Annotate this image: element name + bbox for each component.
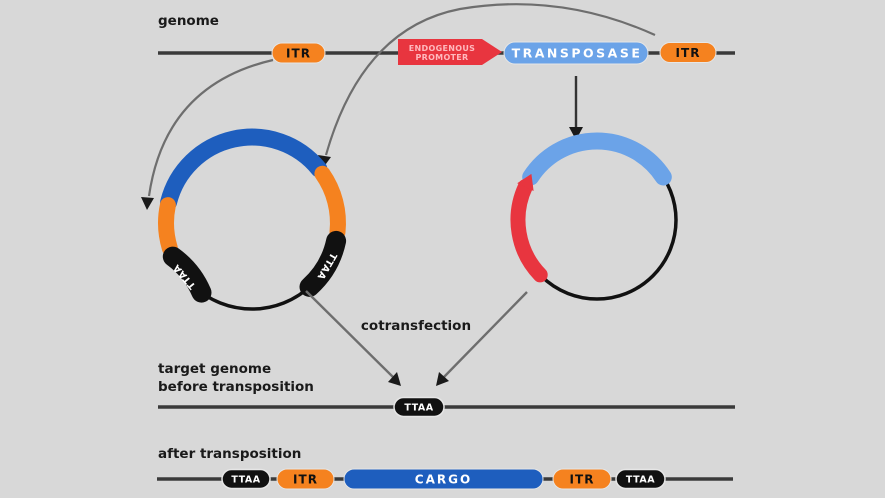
donor-ttaa-right-segment (299, 230, 347, 297)
donor-itr-left-segment (158, 197, 178, 257)
promoter-label-line1: ENDOGENOUS (409, 44, 475, 53)
after-ttaa-left-label: TTAA (231, 475, 260, 486)
after-transposition-label: after transposition (158, 446, 301, 462)
genome-itr-right-pill (659, 42, 717, 63)
genome-label: genome (158, 13, 219, 29)
transposase-label: TRANSPOSASE (512, 46, 643, 61)
target-genome-label-line2: before transposition (158, 379, 314, 395)
helper-transposase-arc (522, 132, 672, 186)
after-ttaa-right-pill (615, 468, 666, 490)
cotransfection-arrow-left (305, 290, 395, 379)
transposase-arrow-head (569, 127, 583, 140)
endogenous-promoter-arrow (398, 39, 502, 65)
excision-arrow-left (147, 58, 274, 197)
excision-arrow-right-head (318, 155, 331, 168)
target-ttaa-pill (393, 396, 445, 418)
after-itr-left-label: ITR (293, 473, 318, 487)
cotransfection-label: cotransfection (361, 318, 471, 334)
cotransfection-arrow-right (442, 291, 528, 379)
helper-promoter-tip (517, 173, 534, 191)
excision-arrow-right (324, 3, 656, 156)
after-ttaa-left-pill (221, 468, 271, 490)
donor-ttaa-left-segment (162, 246, 212, 303)
transposase-pill (503, 41, 649, 65)
genome-itr-right-label: ITR (676, 46, 701, 60)
target-ttaa-label: TTAA (404, 403, 433, 414)
promoter-label-line2: PROMOTER (415, 53, 468, 62)
cotransfection-arrow-left-head (388, 372, 401, 386)
after-itr-right-pill (552, 468, 612, 490)
genome-itr-left-pill (271, 42, 326, 64)
after-ttaa-right-label: TTAA (626, 475, 655, 486)
genome-itr-left-label: ITR (286, 47, 311, 61)
donor-cargo-arc (160, 128, 328, 211)
cotransfection-arrow-right-head (436, 372, 449, 386)
after-itr-right-label: ITR (570, 473, 595, 487)
after-cargo-pill (343, 468, 544, 490)
helper-promoter-arc (510, 179, 548, 283)
target-genome-label-line1: target genome (158, 361, 271, 377)
after-itr-left-pill (276, 468, 335, 490)
donor-itr-right-segment (314, 165, 346, 240)
excision-arrow-left-head (141, 197, 154, 210)
after-cargo-label: CARGO (415, 473, 472, 487)
